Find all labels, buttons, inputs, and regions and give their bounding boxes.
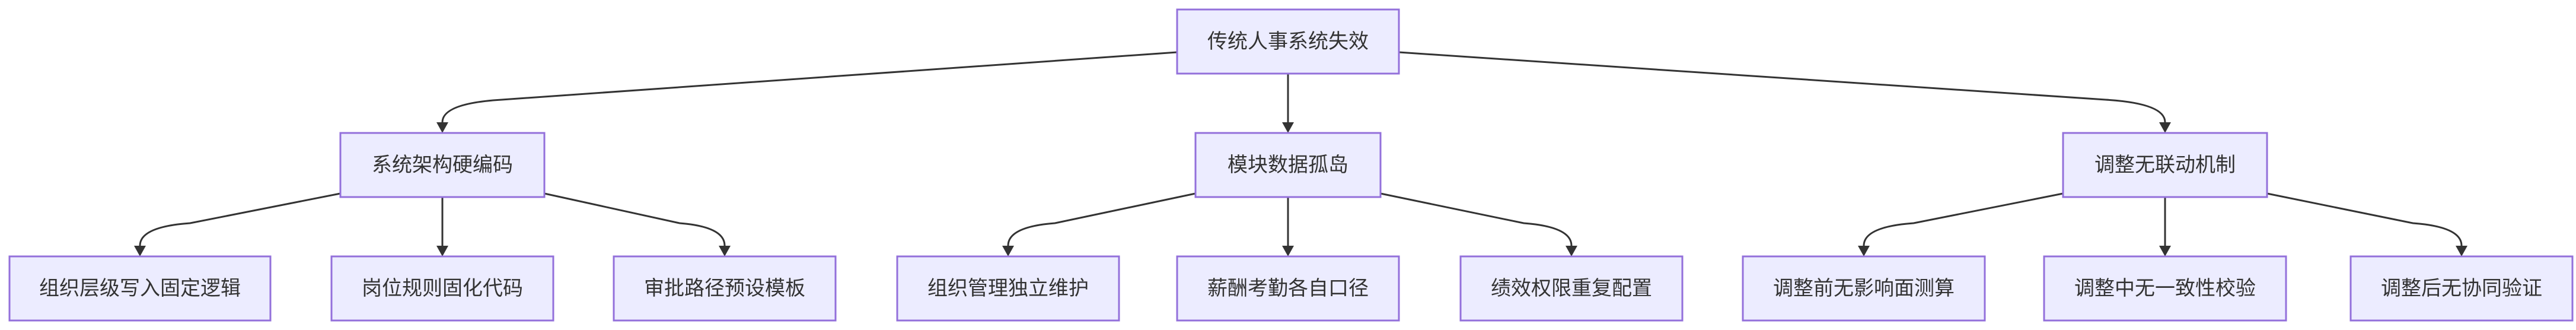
node-label: 绩效权限重复配置 bbox=[1491, 277, 1652, 300]
node-label: 审批路径预设模板 bbox=[644, 277, 805, 300]
edge-root-hardcoded bbox=[436, 51, 1178, 133]
node-label: 传统人事系统失效 bbox=[1207, 30, 1369, 53]
node-box bbox=[1176, 255, 1400, 322]
edge-line bbox=[139, 192, 341, 246]
node-label: 岗位规则固化代码 bbox=[362, 277, 523, 300]
edge-silos-payroll bbox=[1282, 197, 1294, 256]
edge-hardcoded-org-logic bbox=[134, 192, 341, 256]
edge-no-linkage-before bbox=[1858, 192, 2064, 256]
node-approval: 审批路径预设模板 bbox=[613, 255, 837, 322]
edge-silos-org-mgmt bbox=[1002, 192, 1196, 256]
arrow-head bbox=[134, 246, 146, 256]
edge-line bbox=[1398, 51, 2166, 123]
node-label: 调整前无影响面测算 bbox=[1773, 277, 1955, 300]
node-box bbox=[2062, 132, 2268, 198]
node-label: 调整中无一致性校验 bbox=[2074, 277, 2256, 300]
node-post-rules: 岗位规则固化代码 bbox=[330, 255, 554, 322]
node-box bbox=[330, 255, 554, 322]
arrow-head bbox=[1282, 246, 1294, 256]
node-label: 系统架构硬编码 bbox=[372, 153, 513, 177]
edge-hardcoded-approval bbox=[544, 192, 731, 256]
node-perf: 绩效权限重复配置 bbox=[1459, 255, 1684, 322]
edge-line bbox=[1380, 192, 1573, 246]
node-silos: 模块数据孤岛 bbox=[1194, 132, 1382, 198]
arrow-head bbox=[436, 122, 448, 133]
node-label: 薪酬考勤各自口径 bbox=[1207, 277, 1369, 300]
node-box bbox=[1176, 8, 1400, 75]
node-root: 传统人事系统失效 bbox=[1176, 8, 1400, 75]
edge-no-linkage-during bbox=[2159, 197, 2171, 256]
node-label: 调整后无协同验证 bbox=[2381, 277, 2542, 300]
edge-no-linkage-after bbox=[2266, 192, 2467, 256]
node-label: 模块数据孤岛 bbox=[1228, 153, 1348, 177]
arrow-head bbox=[1282, 122, 1294, 133]
edge-root-no-linkage bbox=[1398, 51, 2171, 133]
node-box bbox=[2043, 255, 2287, 322]
node-org-logic: 组织层级写入固定逻辑 bbox=[8, 255, 272, 322]
node-label: 组织层级写入固定逻辑 bbox=[39, 277, 241, 300]
node-before: 调整前无影响面测算 bbox=[1742, 255, 1986, 322]
diagram-edges bbox=[134, 51, 2467, 256]
arrow-head bbox=[2159, 246, 2171, 256]
arrow-head bbox=[2456, 246, 2467, 256]
node-box bbox=[896, 255, 1120, 322]
node-box bbox=[1194, 132, 1382, 198]
node-payroll: 薪酬考勤各自口径 bbox=[1176, 255, 1400, 322]
node-box bbox=[613, 255, 837, 322]
node-after: 调整后无协同验证 bbox=[2349, 255, 2574, 322]
edge-line bbox=[1007, 192, 1196, 246]
arrow-head bbox=[1566, 246, 1577, 256]
edge-line bbox=[441, 51, 1178, 123]
node-box bbox=[2349, 255, 2574, 322]
edge-line bbox=[544, 192, 726, 246]
edge-line bbox=[1863, 192, 2064, 246]
node-org-mgmt: 组织管理独立维护 bbox=[896, 255, 1120, 322]
arrow-head bbox=[1858, 246, 1870, 256]
node-box bbox=[339, 132, 546, 198]
node-box bbox=[8, 255, 272, 322]
arrow-head bbox=[1002, 246, 1014, 256]
node-label: 调整无联动机制 bbox=[2094, 153, 2236, 177]
node-hardcoded: 系统架构硬编码 bbox=[339, 132, 546, 198]
edge-silos-perf bbox=[1380, 192, 1577, 256]
node-box bbox=[1742, 255, 1986, 322]
node-no-linkage: 调整无联动机制 bbox=[2062, 132, 2268, 198]
node-during: 调整中无一致性校验 bbox=[2043, 255, 2287, 322]
arrow-head bbox=[2159, 122, 2171, 133]
node-label: 组织管理独立维护 bbox=[927, 277, 1089, 300]
arrow-head bbox=[436, 246, 448, 256]
edge-line bbox=[2266, 192, 2463, 246]
edge-hardcoded-post-rules bbox=[436, 197, 448, 256]
arrow-head bbox=[719, 246, 731, 256]
edge-root-silos bbox=[1282, 74, 1294, 133]
node-box bbox=[1459, 255, 1684, 322]
